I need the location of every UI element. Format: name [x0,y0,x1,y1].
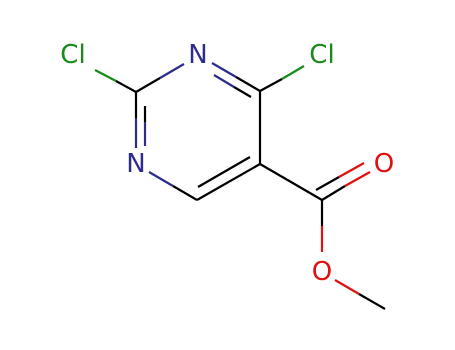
atom-label-cl-right: Cl [309,40,334,70]
bond-c6-n3 [172,185,198,201]
bond-c2-n1-2 [159,63,185,79]
bond-c2-cl [94,69,117,82]
bond-c4-cl-2 [281,65,305,80]
bond-c4-cl [259,78,283,92]
bond-n1-c4 [211,62,237,78]
bond-c6-n3-2 [148,171,174,187]
bond-c5-ccarb [259,163,323,201]
bond-n1-c4-inner [213,74,235,88]
bond-c-o-double-2 [344,171,371,187]
atom-label-cl-left: Cl [60,40,85,70]
bond-c5-c6 [196,163,261,201]
bond-o-ch3-2 [358,293,386,310]
bond-n1-c4-inner-2 [233,86,252,98]
bond-c2-n1 [135,77,161,93]
atom-label-n-bottom: N [126,149,145,179]
bond-c-o-double-inner [315,176,340,191]
bond-n1-c4-2 [235,76,261,92]
bond-c-o-double-inner-2 [338,162,365,178]
bond-c5-c6-inner [197,156,251,188]
atom-label-n-top: N [188,40,207,70]
bond-c-o-double [321,185,346,201]
bond-c2-cl-2 [115,80,137,93]
bond-o-ch3 [334,279,360,295]
atom-label-o-carbonyl: O [374,149,394,179]
atom-label-o-ester: O [312,257,332,287]
